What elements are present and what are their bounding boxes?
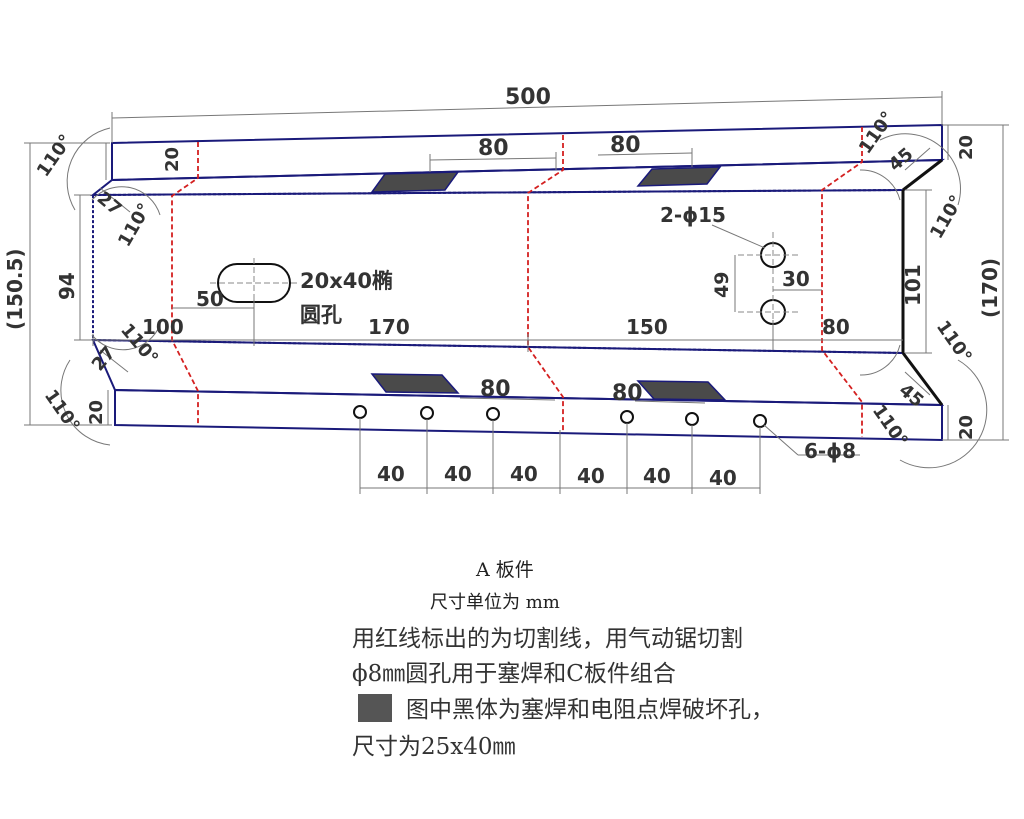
dim-seg-80: 80 bbox=[822, 315, 850, 339]
dim-hole-gap: 49 bbox=[711, 272, 733, 298]
slot-label-line1: 20x40椭 bbox=[300, 269, 393, 293]
holes-15-label: 2-ϕ15 bbox=[660, 203, 726, 227]
slot-label-line2: 圆孔 bbox=[300, 303, 342, 327]
dim-pitch-4: 40 bbox=[577, 464, 605, 488]
dimension-text: 500 80 80 (150.5) 94 (170) 101 20 20 20 … bbox=[3, 85, 1002, 490]
dim-chamfer-bottom-right: 45 bbox=[895, 380, 928, 412]
weld-hole-top-1 bbox=[370, 171, 460, 193]
dim-slot-offset: 50 bbox=[196, 287, 224, 311]
dim-angle-4: 110° bbox=[40, 386, 84, 436]
dim-bottom-80-1: 80 bbox=[480, 377, 511, 402]
weld-hole-bottom-2 bbox=[636, 380, 727, 401]
dim-angle-1: 110° bbox=[33, 131, 77, 181]
cut-line-1 bbox=[171, 142, 199, 425]
hole-8-5 bbox=[685, 412, 699, 426]
top-flange bbox=[111, 123, 943, 182]
weld-hole-top-2 bbox=[636, 166, 722, 187]
dim-overall-height-right: (170) bbox=[978, 258, 1002, 318]
weld-hole-bottom-1 bbox=[370, 373, 460, 394]
dim-pitch-2: 40 bbox=[444, 462, 472, 486]
dim-pitch-3: 40 bbox=[510, 462, 538, 486]
dim-top-80-1: 80 bbox=[478, 136, 509, 161]
web-face bbox=[92, 188, 904, 355]
dim-angle-7: 110° bbox=[932, 317, 976, 367]
hole-8-3 bbox=[486, 407, 500, 421]
dim-inner-height-right: 101 bbox=[901, 264, 925, 306]
dim-chamfer-bottom-left: 27 bbox=[88, 343, 120, 376]
dim-chamfer-top-right: 45 bbox=[885, 144, 918, 176]
dim-pitch-1: 40 bbox=[377, 462, 405, 486]
dim-seg-100: 100 bbox=[142, 315, 184, 339]
dim-angle-6: 110° bbox=[926, 192, 967, 243]
dim-seg-170: 170 bbox=[368, 315, 410, 339]
dim-overall-length: 500 bbox=[505, 85, 551, 110]
dim-seg-150: 150 bbox=[626, 315, 668, 339]
bottom-slant-face bbox=[91, 338, 945, 407]
dim-pitch-5: 40 bbox=[643, 464, 671, 488]
holes-8-label: 6-ϕ8 bbox=[804, 439, 856, 463]
dim-top-80-2: 80 bbox=[610, 133, 641, 158]
dim-pitch-6: 40 bbox=[709, 466, 737, 490]
dim-flange-top-left: 20 bbox=[162, 147, 183, 172]
dim-bottom-80-2: 80 bbox=[612, 381, 643, 406]
hole-8-4 bbox=[620, 410, 634, 424]
hole-8-1 bbox=[353, 405, 367, 419]
dim-overall-height-left: (150.5) bbox=[3, 248, 27, 330]
dim-inner-height-left: 94 bbox=[55, 272, 79, 300]
dim-angle-8: 110° bbox=[868, 401, 912, 451]
dim-flange-bottom-left: 20 bbox=[86, 400, 107, 425]
hole-8-2 bbox=[420, 406, 434, 420]
cut-lines bbox=[171, 127, 863, 437]
cut-line-2 bbox=[527, 135, 564, 432]
dim-angle-5: 110° bbox=[855, 108, 899, 158]
dim-hole-offset: 30 bbox=[782, 267, 810, 291]
dim-flange-top-right: 20 bbox=[956, 135, 977, 160]
dim-flange-bottom-right: 20 bbox=[956, 415, 977, 440]
bottom-flange bbox=[114, 388, 943, 442]
dim-chamfer-top-left: 27 bbox=[93, 188, 126, 220]
cut-line-3 bbox=[821, 127, 863, 437]
dimension-lines bbox=[24, 91, 1009, 494]
weld-holes bbox=[370, 166, 727, 401]
